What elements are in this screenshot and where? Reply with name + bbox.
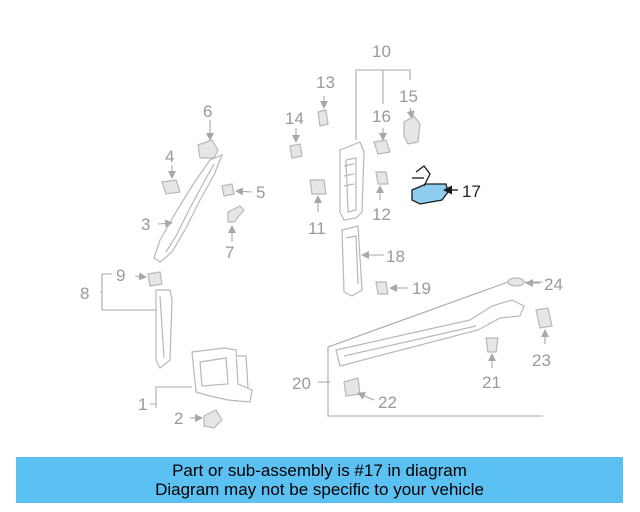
callout-18: 18: [386, 247, 405, 266]
part-23-pad: [535, 307, 553, 329]
callout-17: 17: [462, 182, 481, 201]
part-14-clip: [289, 143, 303, 159]
callout-10: 10: [372, 42, 391, 61]
callout-13: 13: [316, 73, 335, 92]
callout-8: 8: [80, 284, 89, 303]
part-22-clip: [343, 377, 361, 397]
callout-5: 5: [256, 183, 265, 202]
callout-9: 9: [116, 266, 125, 285]
callout-11: 11: [308, 219, 326, 238]
banner-line-2: Diagram may not be specific to your vehi…: [155, 480, 484, 499]
part-1-kick-panel: [191, 347, 253, 403]
part-15-clip: [403, 115, 421, 145]
part-3-a-pillar-trim: [153, 153, 224, 263]
callout-2: 2: [174, 409, 183, 428]
part-6-clip: [197, 139, 219, 159]
part-11-screw: [309, 179, 327, 195]
part-8-pillar-strip: [155, 289, 173, 369]
callout-20: 20: [292, 374, 311, 393]
part-5-screw: [221, 183, 235, 197]
part-20-scuff-plate: [335, 299, 525, 367]
callout-7: 7: [225, 243, 234, 262]
callout-12: 12: [372, 205, 391, 224]
callout-19: 19: [412, 279, 431, 298]
callout-15: 15: [399, 87, 418, 106]
part-4-screw: [161, 179, 181, 195]
part-19-screw: [375, 281, 389, 295]
callout-3: 3: [141, 215, 150, 234]
part-17-highlighted[interactable]: [411, 165, 449, 205]
callout-16: 16: [372, 107, 391, 126]
part-2-clip: [203, 409, 223, 429]
info-banner: Part or sub-assembly is #17 in diagram D…: [16, 457, 623, 503]
part-24-clip: [507, 277, 525, 287]
part-7-pad: [227, 205, 245, 223]
part-18-b-pillar-lower: [341, 225, 363, 297]
part-16-screw: [373, 139, 391, 155]
callout-21: 21: [482, 373, 501, 392]
callout-23: 23: [532, 351, 551, 370]
part-10-b-pillar-upper: [339, 141, 365, 221]
callout-14: 14: [285, 109, 304, 128]
part-13-clip: [317, 109, 329, 127]
callout-22: 22: [378, 393, 397, 412]
banner-line-1: Part or sub-assembly is #17 in diagram: [172, 461, 467, 480]
part-9-clip: [147, 271, 163, 287]
parts-diagram: 1 2 3 4 5 6 7 8 9 10 11 12 13 14 15 16 1…: [80, 42, 563, 429]
callout-labels: 1 2 3 4 5 6 7 8 9 10 11 12 13 14 15 16 1…: [80, 42, 563, 428]
part-21-clip: [485, 337, 499, 353]
callout-6: 6: [203, 102, 212, 121]
part-12-screw: [375, 171, 389, 185]
callout-4: 4: [165, 147, 174, 166]
callout-1: 1: [138, 395, 147, 414]
callout-24: 24: [544, 275, 563, 294]
leader-lines: [100, 69, 549, 422]
